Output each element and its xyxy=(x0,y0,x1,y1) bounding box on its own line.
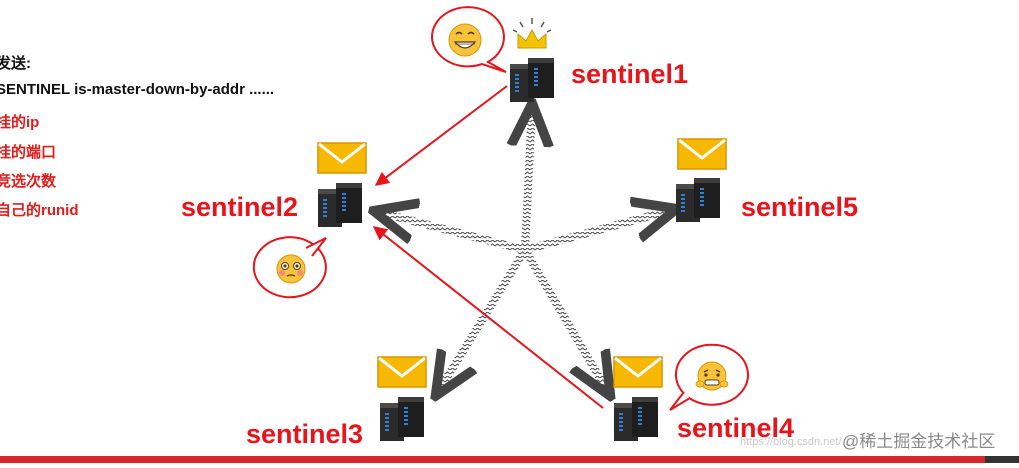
server-icon-sentinel5 xyxy=(676,178,720,222)
red-arrow-s4-to-s2 xyxy=(372,226,604,409)
info-item-runid: 自己的runid xyxy=(0,202,79,219)
envelope-icon-sentinel4 xyxy=(612,355,664,389)
bottom-corner xyxy=(985,456,1019,463)
fearful-face-icon xyxy=(695,361,729,391)
label-sentinel5: sentinel5 xyxy=(741,192,859,222)
info-item-ip: 挂的ip xyxy=(0,114,40,131)
bottom-bar xyxy=(0,456,985,463)
label-sentinel3: sentinel3 xyxy=(246,419,364,449)
server-icon-sentinel1 xyxy=(510,58,554,102)
grinning-face-icon xyxy=(448,23,482,57)
crown-icon xyxy=(512,18,552,49)
envelope-icon-sentinel5 xyxy=(676,137,728,171)
info-command: SENTINEL is-master-down-by-addr ...... xyxy=(0,81,275,98)
label-sentinel4: sentinel4 xyxy=(677,413,795,443)
zigzag-connections xyxy=(378,108,672,392)
info-item-epoch: 竞选次数 xyxy=(0,173,57,190)
label-sentinel1: sentinel1 xyxy=(571,59,689,89)
info-title: 发送: xyxy=(0,55,31,72)
red-arrow-s1-to-s2 xyxy=(374,85,508,186)
link-to-sentinel5 xyxy=(523,210,672,254)
speech-bubble-sentinel2 xyxy=(252,236,327,299)
watermark: @稀土掘金技术社区 xyxy=(842,432,996,451)
link-to-sentinel2 xyxy=(378,212,527,254)
envelope-icon-sentinel3 xyxy=(376,355,428,389)
blog-watermark: https://blog.csdn.net/... xyxy=(740,436,851,448)
envelope-icon-sentinel2 xyxy=(316,141,368,175)
link-to-sentinel4 xyxy=(521,247,608,392)
label-sentinel2: sentinel2 xyxy=(181,192,299,222)
info-item-port: 挂的端口 xyxy=(0,144,57,161)
server-icon-sentinel4 xyxy=(614,397,658,441)
server-icon-sentinel3 xyxy=(380,397,424,441)
pleading-face-icon xyxy=(276,254,306,284)
server-icon-sentinel2 xyxy=(318,183,362,227)
link-to-sentinel1 xyxy=(525,108,532,251)
link-to-sentinel3 xyxy=(438,247,529,392)
speech-bubble-sentinel1 xyxy=(430,6,507,73)
speech-bubble-sentinel4 xyxy=(669,343,749,411)
